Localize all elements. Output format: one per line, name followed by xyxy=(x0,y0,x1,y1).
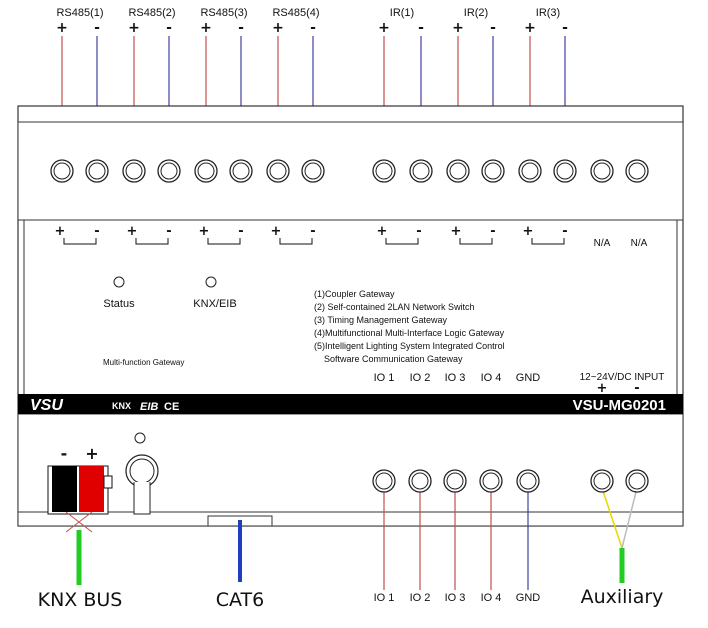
bottom-io-wires xyxy=(383,492,529,590)
label-rs485-1: RS485(1) xyxy=(56,7,103,19)
sign-minus: - xyxy=(310,224,315,239)
label-gnd: GND xyxy=(516,592,541,604)
model-number: VSU-MG0201 xyxy=(573,397,666,414)
label-io: IO 2 xyxy=(410,592,431,604)
feature-list: (1)Coupler Gateway (2) Self-contained 2L… xyxy=(314,289,505,364)
panel-polarity-markings: + - + - + - + - + - + - + - N/A N/A xyxy=(55,224,648,249)
top-port-labels: RS485(1) RS485(2) RS485(3) RS485(4) IR(1… xyxy=(56,7,560,19)
label-rs485-4: RS485(4) xyxy=(272,7,319,19)
top-polarity-signs: + - + - + - + - + - + - + - xyxy=(56,20,568,36)
sign-minus: - xyxy=(490,224,495,239)
label-auxiliary: Auxiliary xyxy=(581,586,664,608)
sign-plus: + xyxy=(378,20,390,36)
label-io: IO 3 xyxy=(445,592,466,604)
label-ir-2: IR(2) xyxy=(464,7,488,19)
label-rs485-2: RS485(2) xyxy=(128,7,175,19)
sign-minus: - xyxy=(634,381,639,396)
program-button xyxy=(125,432,159,515)
sign-minus: - xyxy=(94,20,100,36)
auxiliary-power xyxy=(590,469,649,583)
sign-minus: - xyxy=(562,20,568,36)
knx-logo: KNX xyxy=(112,401,131,411)
feature-item: Software Communication Gateway xyxy=(324,354,463,364)
knx-eib-led xyxy=(205,276,217,288)
sign-plus: + xyxy=(523,224,534,239)
status-indicators: Status KNX/EIB xyxy=(103,276,237,310)
bottom-labels: KNX BUS CAT6 IO 1 IO 2 IO 3 IO 4 GND Aux… xyxy=(38,586,664,611)
label-io: IO 3 xyxy=(445,372,466,384)
label-gnd: GND xyxy=(516,372,541,384)
sign-plus: + xyxy=(524,20,536,36)
label-rs485-3: RS485(3) xyxy=(200,7,247,19)
feature-item: (1)Coupler Gateway xyxy=(314,289,395,299)
label-cat6: CAT6 xyxy=(216,589,264,611)
sign-plus: + xyxy=(451,224,462,239)
bottom-terminals xyxy=(372,469,540,493)
sign-minus: - xyxy=(310,20,316,36)
sign-plus: + xyxy=(199,224,210,239)
sign-minus: - xyxy=(238,20,244,36)
feature-item: (2) Self-contained 2LAN Network Switch xyxy=(314,302,475,312)
feature-item: (3) Timing Management Gateway xyxy=(314,315,448,325)
panel-io-labels: IO 1 IO 2 IO 3 IO 4 GND 12~24V/DC INPUT … xyxy=(374,372,665,396)
sign-plus: + xyxy=(272,20,284,36)
label-knx-eib: KNX/EIB xyxy=(193,298,236,310)
sign-plus: + xyxy=(377,224,388,239)
sign-plus: + xyxy=(597,381,608,396)
sign-minus: - xyxy=(238,224,243,239)
sign-minus: - xyxy=(418,20,424,36)
label-io: IO 4 xyxy=(481,592,502,604)
ce-logo: CE xyxy=(164,401,179,413)
sign-minus: - xyxy=(562,224,567,239)
eib-logo: EIB xyxy=(140,401,158,413)
label-ir-3: IR(3) xyxy=(536,7,560,19)
sign-plus: + xyxy=(56,20,68,36)
label-status: Status xyxy=(103,298,135,310)
label-power-input: 12~24V/DC INPUT xyxy=(580,372,665,383)
sign-minus: - xyxy=(166,224,171,239)
brand-logo: VSU xyxy=(30,397,63,414)
label-na: N/A xyxy=(594,238,611,249)
label-io: IO 2 xyxy=(410,372,431,384)
status-led xyxy=(113,276,125,288)
sign-plus: + xyxy=(55,224,66,239)
sign-minus: - xyxy=(490,20,496,36)
top-terminals xyxy=(50,159,649,183)
sign-plus: + xyxy=(200,20,212,36)
sign-minus: - xyxy=(166,20,172,36)
multi-function-label: Multi-function Gateway xyxy=(103,358,184,367)
sign-plus: + xyxy=(128,20,140,36)
feature-item: (5)Intelligent Lighting System Integrate… xyxy=(314,341,505,351)
label-io: IO 1 xyxy=(374,372,395,384)
sign-minus: - xyxy=(416,224,421,239)
label-na: N/A xyxy=(631,238,648,249)
feature-item: (4)Multifunctional Multi-Interface Logic… xyxy=(314,328,505,338)
sign-plus: + xyxy=(452,20,464,36)
knx-connector: - + xyxy=(47,444,113,585)
label-io: IO 1 xyxy=(374,592,395,604)
sign-plus: + xyxy=(271,224,282,239)
label-ir-1: IR(1) xyxy=(390,7,414,19)
label-io: IO 4 xyxy=(481,372,502,384)
sign-minus: - xyxy=(94,224,99,239)
sign-plus: + xyxy=(85,444,98,463)
brand-strip: VSU KNX EIB CE VSU-MG0201 xyxy=(18,394,683,414)
label-knx-bus: KNX BUS xyxy=(38,589,123,611)
sign-plus: + xyxy=(127,224,138,239)
sign-minus: - xyxy=(61,444,68,463)
